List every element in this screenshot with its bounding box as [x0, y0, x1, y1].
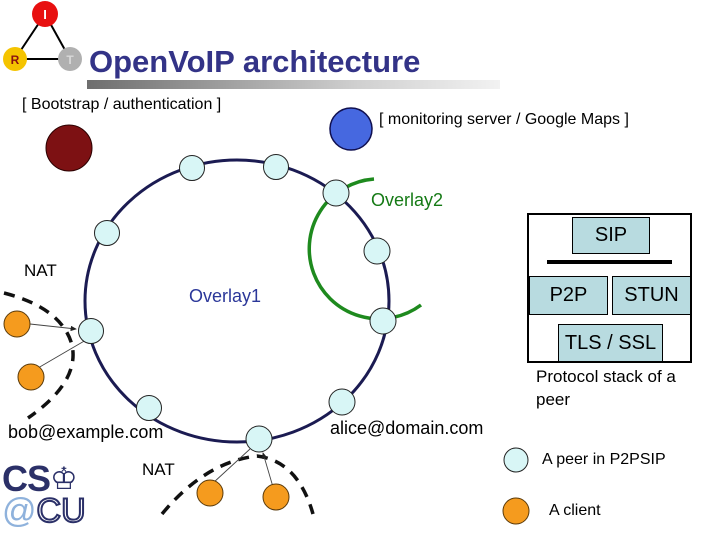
- peer-icon: [136, 395, 162, 421]
- logo-node-r-label: R: [11, 53, 20, 67]
- stun-layer-box: STUN: [612, 276, 691, 315]
- alice-address-label: alice@domain.com: [330, 418, 484, 438]
- legend-client-icon: [502, 497, 530, 525]
- nat-boundary-bottom: [160, 454, 315, 516]
- legend-client-label: A client: [549, 502, 601, 519]
- crown-icon: ♔: [50, 461, 78, 497]
- logo-node-t-label: T: [66, 53, 74, 67]
- logo-node-i-icon: [32, 1, 58, 27]
- peer-icon: [322, 179, 350, 207]
- peer-nodes: [78, 154, 397, 453]
- overlay1-ring: [83, 158, 391, 444]
- client-icon: [262, 483, 290, 511]
- legend-peer-icon: [503, 447, 529, 473]
- irt-triangle-logo-icon: I R T: [3, 1, 82, 71]
- logo-node-t-icon: [58, 47, 82, 71]
- peer-icon: [369, 307, 397, 335]
- stack-divider-line: [547, 260, 672, 264]
- sip-layer-box: SIP: [572, 217, 650, 254]
- cscu-cs-text: CS: [2, 458, 51, 499]
- cscu-logo: CS♔: [2, 458, 78, 500]
- peer-icon: [245, 425, 273, 453]
- page-title: OpenVoIP architecture: [89, 44, 421, 79]
- title-underline-bar: [87, 80, 500, 89]
- protocol-stack-caption: Protocol stack of a peer: [536, 367, 676, 409]
- peer-icon: [179, 155, 205, 181]
- peer-icon: [363, 237, 391, 265]
- cscu-logo-line2: @CU: [2, 491, 87, 531]
- peer-icon: [94, 220, 120, 246]
- bootstrap-server-icon: [45, 124, 93, 172]
- overlay1-label: Overlay1: [189, 286, 262, 306]
- monitoring-label: [ monitoring server / Google Maps ]: [379, 111, 629, 128]
- p2p-layer-box: P2P: [529, 276, 608, 315]
- legend-peer-label: A peer in P2PSIP: [542, 451, 666, 468]
- client-connector-line: [29, 323, 77, 332]
- peer-icon: [78, 318, 104, 344]
- client-connector-line: [37, 339, 87, 369]
- client-icon: [196, 479, 224, 507]
- client-connector-line: [261, 452, 274, 488]
- client-nodes: [3, 310, 290, 511]
- nat-left-label: NAT: [24, 261, 57, 280]
- cscu-cu-text: CU: [36, 491, 87, 531]
- tls-ssl-layer-box: TLS / SSL: [558, 324, 663, 362]
- monitoring-server-icon: [329, 107, 373, 151]
- peer-icon: [328, 388, 356, 416]
- logo-node-i-label: I: [43, 7, 47, 22]
- bob-address-label: bob@example.com: [8, 422, 164, 442]
- peer-icon: [263, 154, 289, 180]
- bootstrap-label: [ Bootstrap / authentication ]: [22, 96, 222, 113]
- client-connector-line: [212, 448, 251, 484]
- client-icon: [3, 310, 31, 338]
- logo-node-r-icon: [3, 47, 27, 71]
- client-icon: [17, 363, 45, 391]
- nat-bottom-label: NAT: [142, 460, 175, 479]
- overlay2-label: Overlay2: [371, 190, 444, 210]
- cscu-at-text: @: [2, 492, 37, 530]
